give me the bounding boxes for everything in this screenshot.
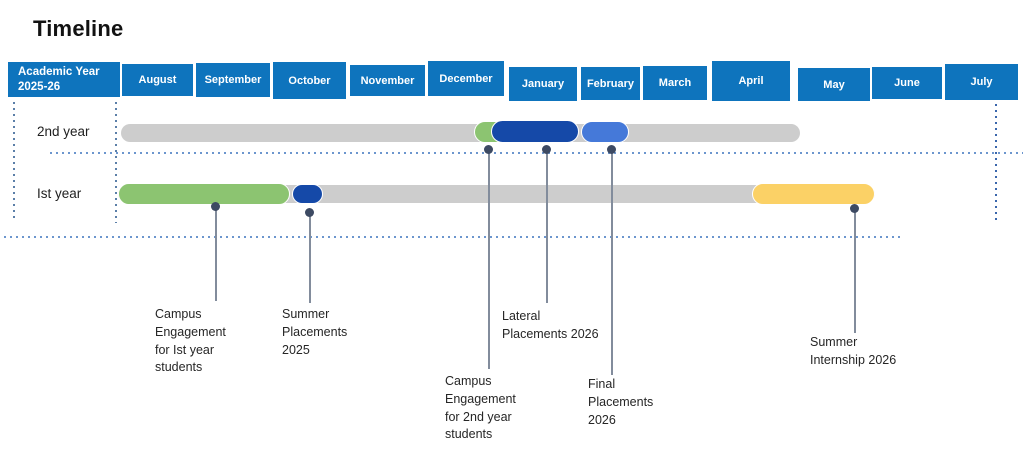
event-pill-summer-placements-2025 bbox=[292, 184, 323, 204]
event-pill-lateral-placements-2026 bbox=[491, 120, 579, 143]
row-divider-dotted bbox=[50, 152, 1023, 154]
bottom-divider-dotted bbox=[4, 236, 900, 238]
connector-dot-campus-2nd bbox=[484, 145, 493, 154]
month-header-september: September bbox=[196, 63, 270, 97]
right-guide-dotted bbox=[995, 104, 997, 223]
connector-line-lateral-2026 bbox=[546, 149, 548, 303]
callout-summer-internship-2026: Summer Internship 2026 bbox=[810, 335, 897, 367]
month-header-april: April bbox=[712, 61, 790, 101]
connector-line-final-2026 bbox=[611, 149, 613, 375]
month-header-august: August bbox=[122, 64, 193, 96]
month-header-november: November bbox=[350, 65, 425, 96]
month-header-december: December bbox=[428, 61, 504, 96]
connector-line-campus-2nd bbox=[488, 149, 490, 369]
connector-dot-summer-internship bbox=[850, 204, 859, 213]
row-label-2nd-year: 2nd year bbox=[37, 124, 90, 139]
month-header-february: February bbox=[581, 67, 640, 100]
connector-line-summer-2025 bbox=[309, 212, 311, 303]
event-pill-final-placements-2026 bbox=[581, 121, 629, 143]
month-header-january: January bbox=[509, 67, 577, 101]
row-label-1st-year: Ist year bbox=[37, 186, 82, 201]
event-pill-summer-internship-2026 bbox=[752, 183, 875, 205]
connector-dot-lateral-2026 bbox=[542, 145, 551, 154]
callout-lateral-placements-2026: Lateral Placements 2026 bbox=[502, 309, 599, 341]
connector-dot-campus-1st bbox=[211, 202, 220, 211]
month-header-october: October bbox=[273, 62, 346, 99]
track-2nd-year bbox=[121, 124, 800, 142]
callout-campus-engagement-1st-year: Campus Engagement for Ist year students bbox=[155, 307, 226, 375]
month-header-june: June bbox=[872, 67, 942, 99]
page-title: Timeline bbox=[33, 16, 124, 41]
connector-dot-summer-2025 bbox=[305, 208, 314, 217]
axis-label-academic-year: Academic Year 2025-26 bbox=[8, 62, 120, 97]
connector-line-campus-1st bbox=[215, 206, 217, 301]
callout-campus-engagement-2nd-year: Campus Engagement for 2nd year students bbox=[445, 374, 516, 442]
left-guide-dotted bbox=[13, 102, 15, 222]
connector-line-summer-internship bbox=[854, 208, 856, 333]
month-header-march: March bbox=[643, 66, 707, 100]
connector-dot-final-2026 bbox=[607, 145, 616, 154]
callout-summer-placements-2025: Summer Placements 2025 bbox=[282, 307, 348, 357]
callout-final-placements-2026: Final Placements 2026 bbox=[588, 377, 654, 427]
month-header-may: May bbox=[798, 68, 870, 101]
event-pill-campus-engagement-1st-year bbox=[118, 183, 290, 205]
label-guide-dotted bbox=[115, 102, 117, 223]
month-header-july: July bbox=[945, 64, 1018, 100]
